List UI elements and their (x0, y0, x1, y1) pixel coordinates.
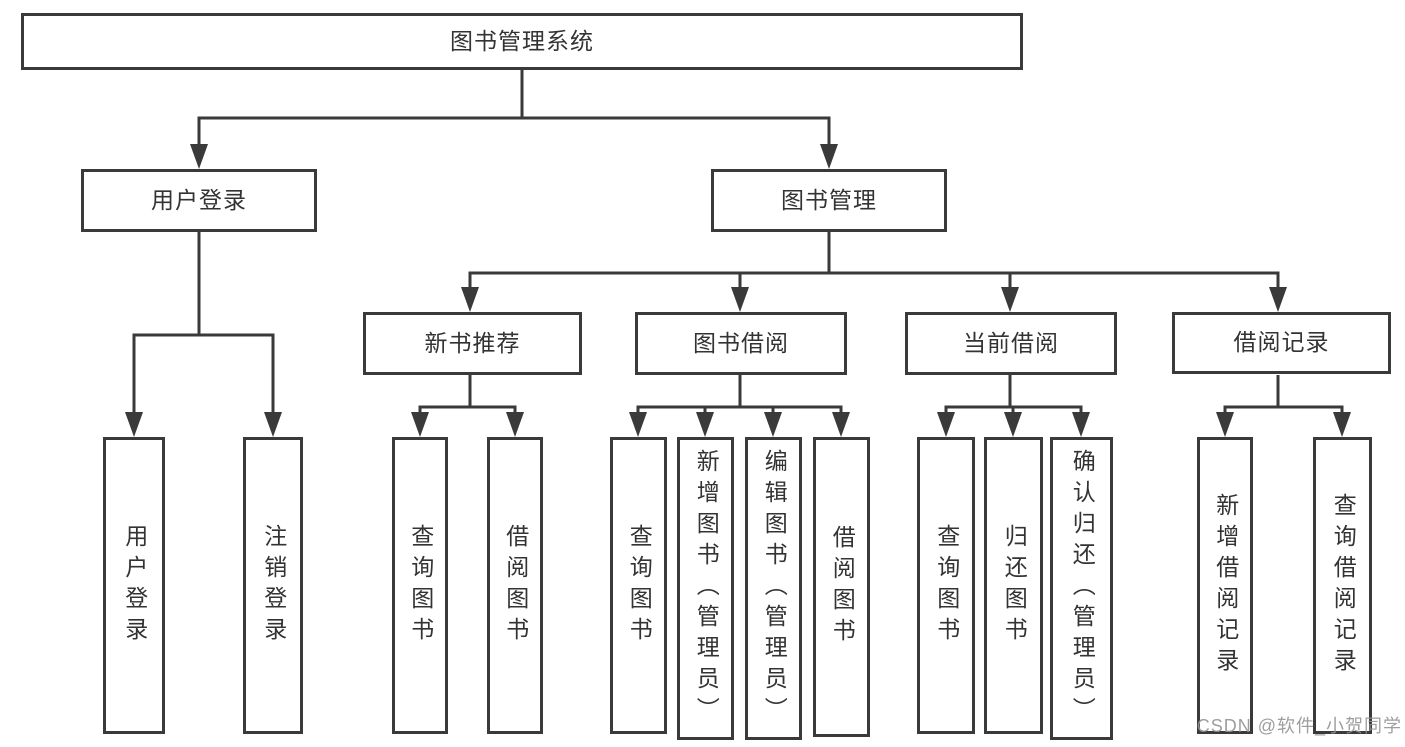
leaf-current-return-book: 归还图书 (984, 437, 1043, 734)
leaf-recommend-borrow-book: 借阅图书 (487, 437, 543, 734)
leaf-borrow-borrow-book: 借阅图书 (813, 437, 870, 737)
node-book-borrow: 图书借阅 (635, 312, 847, 375)
node-borrow-records: 借阅记录 (1172, 312, 1391, 374)
leaf-user-login: 用户登录 (103, 437, 165, 734)
connector-paths (132, 69, 1344, 416)
leaf-current-confirm-return-admin: 确认归还（管理员） (1050, 437, 1113, 740)
csdn-watermark: CSDN @软件_小贺同学 (1196, 716, 1402, 736)
leaf-borrow-add-book-admin: 新增图书（管理员） (677, 437, 734, 740)
node-book-management: 图书管理 (711, 169, 947, 232)
leaf-records-query-record: 查询借阅记录 (1313, 437, 1372, 734)
node-library-management-system: 图书管理系统 (21, 13, 1023, 70)
leaf-records-add-record: 新增借阅记录 (1197, 437, 1253, 734)
leaf-current-query-book: 查询图书 (917, 437, 975, 734)
arrowheads (125, 144, 1351, 437)
leaf-borrow-query-book: 查询图书 (610, 437, 667, 734)
node-current-borrow: 当前借阅 (905, 312, 1117, 375)
node-new-book-recommend: 新书推荐 (363, 312, 582, 375)
leaf-borrow-edit-book-admin: 编辑图书（管理员） (745, 437, 802, 740)
node-user-login: 用户登录 (81, 169, 317, 232)
leaf-recommend-query-book: 查询图书 (392, 437, 448, 734)
leaf-logout: 注销登录 (243, 437, 303, 734)
